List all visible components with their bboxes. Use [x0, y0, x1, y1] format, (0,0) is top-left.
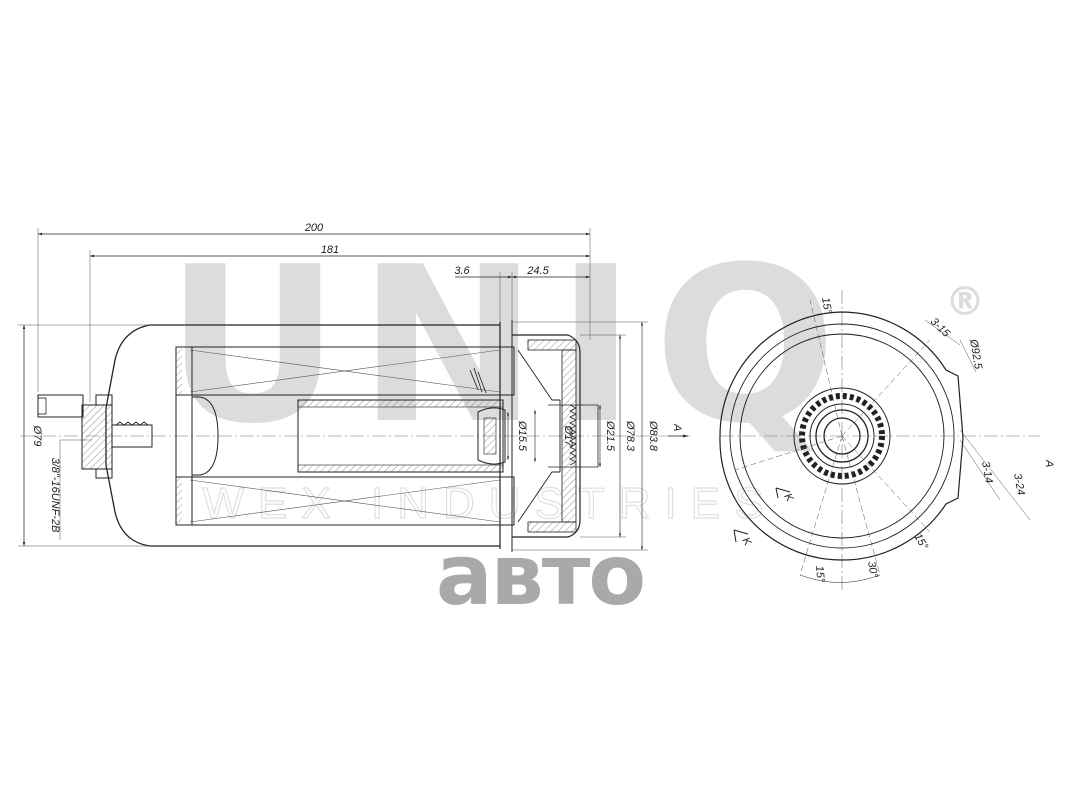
angle-bottom-right: 15°: [911, 532, 930, 553]
angle-bottom: 30°: [865, 560, 880, 579]
outlet-bore: [823, 417, 861, 455]
dim-inner-diameter-1: Ø15.5: [516, 420, 528, 452]
angle-bottom-left: 15°: [813, 565, 826, 583]
dim-inner-diameter-3: Ø21.5: [604, 420, 616, 452]
section-label-side: A: [671, 423, 683, 431]
end-cap-outer-rim: [719, 311, 964, 561]
dim-outer-diameter: Ø83.8: [647, 420, 659, 452]
view-label-k1: K: [781, 492, 795, 505]
inlet-fitting: [37, 394, 153, 479]
notch-right-2: 3-24: [1011, 472, 1027, 496]
dim-flange-offset: 3.6: [454, 265, 470, 277]
overlay-logo: авто: [436, 526, 644, 624]
watermark-subtitle: WEX INDUSTRIES: [203, 479, 778, 528]
splined-hub: [799, 393, 885, 479]
end-cap-inner-ring: [739, 333, 945, 539]
view-label-k2: K: [739, 536, 753, 549]
dim-total-length: 200: [304, 222, 324, 234]
side-section-view: 200 181 3.6 24.5 Ø79 3/8"-16UNF-2B Ø15.5…: [18, 222, 690, 552]
angle-top: 15°: [819, 296, 834, 315]
end-diameter: Ø92.5: [967, 337, 984, 370]
watermark-registered-mark: ®: [945, 279, 985, 325]
dim-inner-diameter-2: Ø17: [562, 425, 574, 448]
dim-thread: 3/8"-16UNF-2B: [49, 458, 61, 533]
notch-right-1: 3-14: [979, 460, 995, 484]
dim-inner-diameter-4: Ø78.3: [624, 420, 636, 452]
watermark-brand: UNIQ: [165, 220, 854, 471]
dim-cap-length: 24.5: [526, 265, 549, 277]
watermark: UNIQ ® WEX INDUSTRIES: [165, 220, 985, 529]
dim-body-length: 181: [321, 244, 339, 256]
check-valve: [477, 407, 506, 465]
threaded-outlet: [569, 404, 577, 466]
section-label-end: A: [1043, 459, 1055, 467]
end-cap: [512, 334, 581, 538]
dim-body-diameter: Ø79: [31, 425, 43, 447]
